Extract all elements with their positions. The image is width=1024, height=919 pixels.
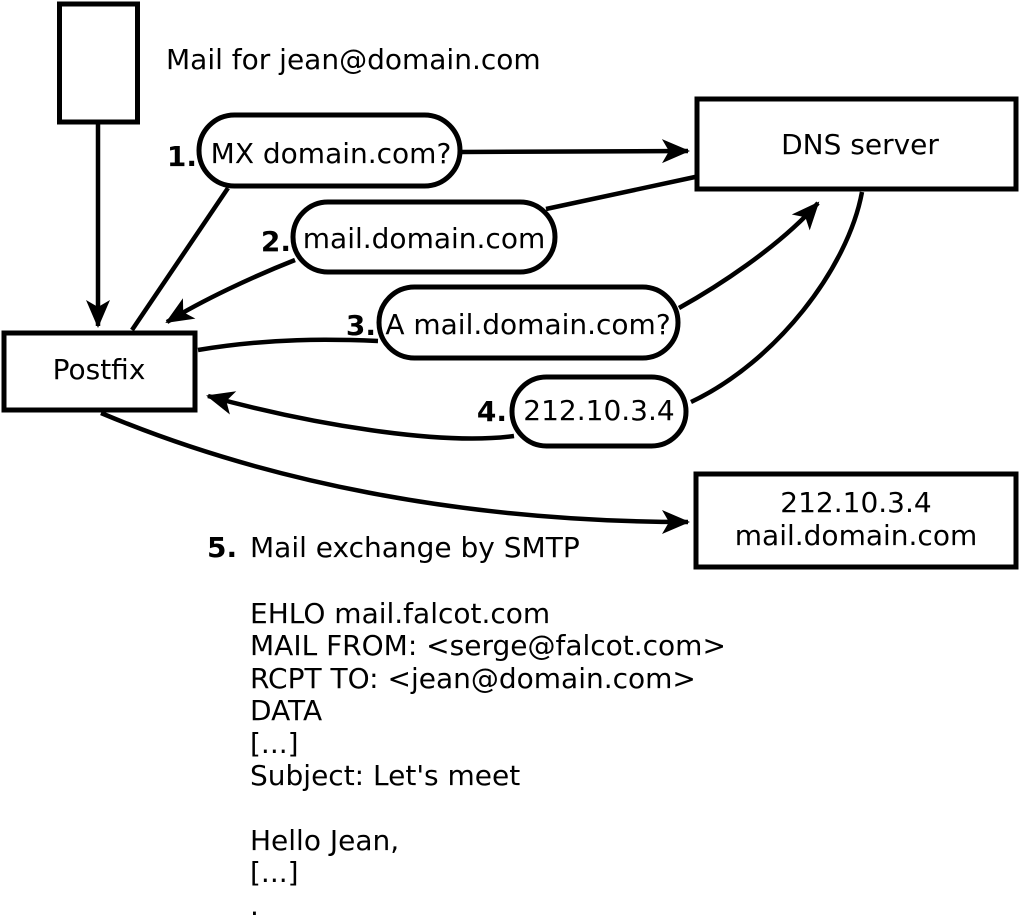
step-5-label: Mail exchange by SMTP bbox=[250, 531, 580, 564]
smtp-line-blank bbox=[250, 792, 726, 824]
a-query-arrow bbox=[677, 201, 820, 310]
a-query-line bbox=[197, 337, 379, 353]
smtp-line-subject: Subject: Let's meet bbox=[250, 758, 521, 792]
mail-note: Mail for jean@domain.com bbox=[166, 43, 541, 76]
mx-query-bubble bbox=[196, 112, 463, 189]
smtp-line-ellipsis-1: [...] bbox=[250, 726, 299, 760]
step-1-label: MX domain.com? bbox=[211, 137, 452, 170]
smtp-line-data: DATA bbox=[250, 694, 323, 728]
mx-response-line bbox=[545, 174, 696, 212]
mx-query-arrow bbox=[460, 139, 690, 164]
a-query-bubble bbox=[376, 284, 681, 361]
smtp-line-mail-from: MAIL FROM: <serge@falcot.com> bbox=[250, 629, 726, 663]
mail-server-box bbox=[693, 471, 1019, 570]
smtp-session-transcript: EHLO mail.falcot.com MAIL FROM: <serge@f… bbox=[250, 597, 726, 919]
step-3-number: 3. bbox=[346, 309, 376, 342]
dns-server-box bbox=[694, 96, 1019, 192]
mx-response-arrow bbox=[165, 257, 296, 324]
smtp-line-ellipsis-2: [...] bbox=[250, 856, 299, 890]
smtp-line-end-dot: . bbox=[250, 888, 259, 919]
dns-server-label: DNS server bbox=[781, 128, 939, 161]
step-1-number: 1. bbox=[167, 140, 197, 173]
smtp-line-hello: Hello Jean, bbox=[250, 823, 400, 857]
a-response-bubble bbox=[509, 374, 689, 449]
step-5-number: 5. bbox=[207, 531, 238, 564]
mx-response-bubble bbox=[290, 199, 558, 275]
step-4-label: 212.10.3.4 bbox=[523, 394, 674, 427]
postfix-label: Postfix bbox=[53, 353, 146, 386]
mail-server-ip-label: 212.10.3.4 bbox=[780, 486, 931, 519]
mail-document-box bbox=[57, 1, 140, 125]
smtp-line-rcpt-to: RCPT TO: <jean@domain.com> bbox=[250, 661, 696, 695]
step-3-label: A mail.domain.com? bbox=[385, 308, 670, 341]
postfix-box bbox=[1, 330, 198, 413]
step-2-number: 2. bbox=[261, 225, 291, 258]
smtp-line-ehlo: EHLO mail.falcot.com bbox=[250, 597, 551, 630]
step-2-label: mail.domain.com bbox=[303, 222, 545, 255]
step-4-number: 4. bbox=[477, 395, 507, 428]
mail-server-host-label: mail.domain.com bbox=[735, 519, 977, 552]
smtp-exchange-arrow bbox=[100, 410, 690, 534]
mx-query-line bbox=[130, 186, 230, 332]
a-response-arrow bbox=[206, 391, 515, 441]
a-response-line bbox=[690, 191, 865, 405]
